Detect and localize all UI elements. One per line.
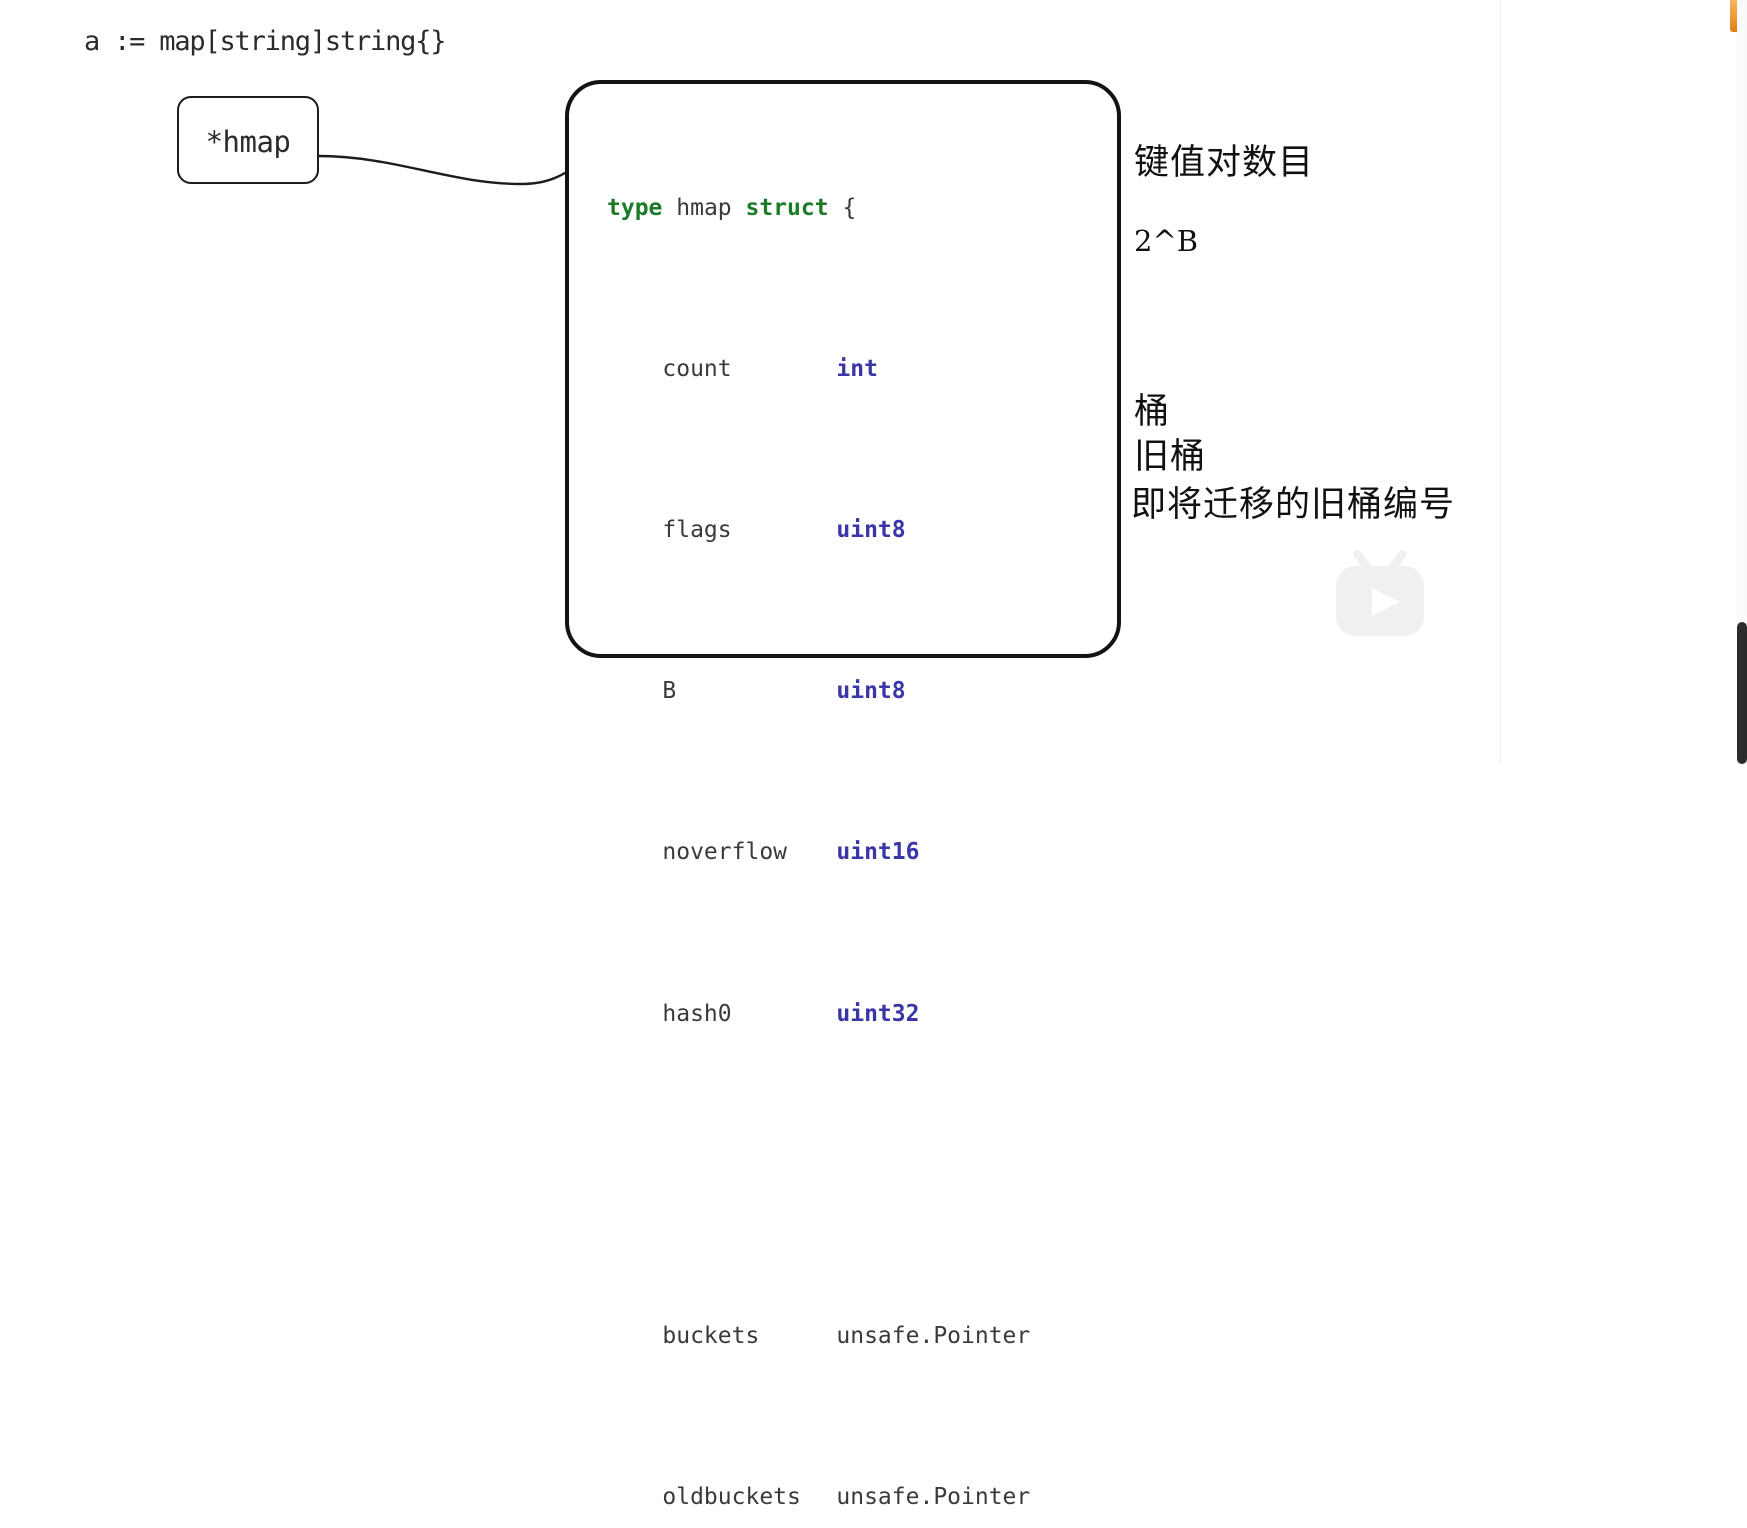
annotation-buckets: 桶 [1134,392,1171,432]
hmap-pointer-box: *hmap [177,96,319,184]
field-name-count: count [662,355,732,382]
code-line-oldbuckets: oldbuckets unsafe.Pointer [607,1477,1030,1517]
hmap-pointer-label: *hmap [205,125,291,159]
code-line-flags: flags uint8 [607,510,1030,550]
annotation-b: 2^B [1134,224,1199,258]
code-line-header: type hmap struct { [607,188,1030,228]
page-scrollbar-track[interactable] [1737,0,1747,764]
field-type-flags: uint8 [836,516,906,543]
open-brace: { [842,194,857,221]
bilibili-play-logo-icon [1336,550,1424,636]
field-name-buckets: buckets [662,1322,760,1349]
keyword-struct: struct [745,194,829,221]
code-line-hash0: hash0 uint32 [607,994,1030,1034]
field-name-b: B [662,678,677,705]
field-name-noverflow: noverflow [662,839,788,866]
field-type-b: uint8 [836,678,906,705]
code-line-buckets: buckets unsafe.Pointer [607,1316,1030,1356]
pointer-arrow-icon [316,154,590,186]
map-declaration-text: a := map[string]string{} [84,26,447,57]
code-blank-line-1 [607,1155,1030,1195]
field-name-oldbuckets: oldbuckets [662,1484,801,1511]
field-type-hash0: uint32 [836,1000,920,1027]
field-type-oldbuckets: unsafe.Pointer [836,1484,1031,1511]
annotation-oldbuckets: 旧桶 [1134,437,1207,477]
field-type-noverflow: uint16 [836,839,920,866]
hmap-struct-code: type hmap struct { count int flags uint8 B… [607,107,1030,1528]
page-right-panel [1547,0,1747,764]
diagram-canvas: a := map[string]string{} *hmap type hmap… [0,0,1500,1510]
code-line-count: count int [607,349,1030,389]
annotation-nevacuate: 即将迁移的旧桶编号 [1131,485,1456,525]
annotation-count: 键值对数目 [1134,143,1315,183]
struct-name: hmap [676,194,732,221]
page-right-gutter [1500,0,1548,764]
page-scrollbar-thumb[interactable] [1737,622,1747,764]
field-name-flags: flags [662,516,732,543]
code-line-noverflow: noverflow uint16 [607,832,1030,872]
field-name-hash0: hash0 [662,1000,732,1027]
keyword-type: type [607,194,663,221]
hmap-struct-box [565,80,1121,658]
field-type-count: int [836,355,878,382]
field-type-buckets: unsafe.Pointer [836,1322,1031,1349]
